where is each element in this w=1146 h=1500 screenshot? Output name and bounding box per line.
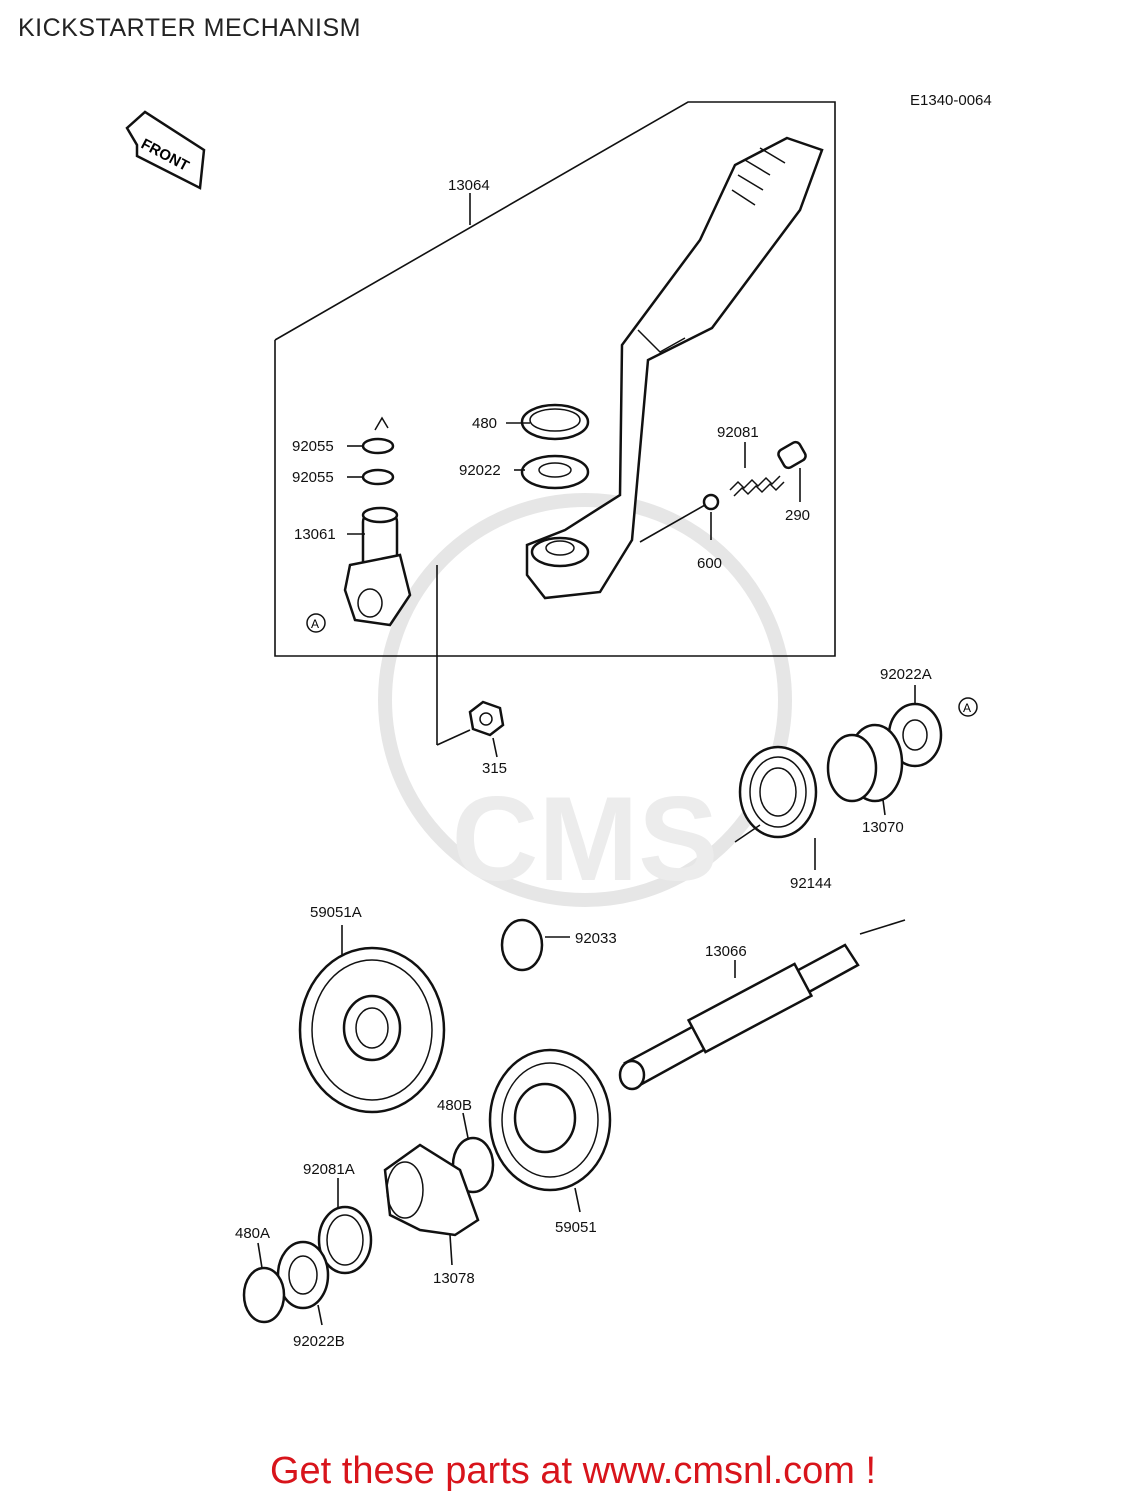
part-label-92022b: 92022B [293,1333,345,1350]
ball-600-part [702,493,720,511]
washer-92022b-part [276,1240,330,1310]
kick-lever-part [525,136,824,600]
part-label-13070: 13070 [862,819,904,836]
part-label-92055-a: 92055 [292,438,334,455]
part-label-59051: 59051 [555,1219,597,1236]
part-label-315: 315 [482,760,507,777]
circlip-480-part [520,403,590,441]
ratchet-13078-part [383,1143,480,1237]
washer-92022-part [520,454,590,490]
part-label-92022a: 92022A [880,666,932,683]
part-label-480a: 480A [235,1225,270,1242]
part-label-92144: 92144 [790,875,832,892]
part-label-59051a: 59051A [310,904,362,921]
part-label-480: 480 [472,415,497,432]
diagram-code: E1340-0064 [910,92,992,109]
svg-text:A: A [311,617,319,631]
part-label-92055-b: 92055 [292,469,334,486]
exploded-parts-diagram: CMS E1340-0064 FRONT [125,92,992,1350]
footer-link[interactable]: Get these parts at www.cmsnl.com ! [269,1450,877,1492]
oring-92055-b-part [361,468,395,486]
plug-290-part [777,440,807,470]
part-label-92022: 92022 [459,462,501,479]
part-label-92033: 92033 [575,930,617,947]
part-label-600: 600 [697,555,722,572]
spring-92081a-part [317,1205,373,1275]
spring-92144-part [734,745,818,843]
spring-92081-part [729,475,785,497]
shaft-13061-part [343,506,412,627]
front-arrow-icon: FRONT [125,110,206,190]
part-label-13066: 13066 [705,943,747,960]
watermark-text: CMS [452,772,719,906]
part-label-92081: 92081 [717,424,759,441]
part-label-13078: 13078 [433,1270,475,1287]
nut-315-part [468,700,505,737]
part-label-13064: 13064 [448,177,490,194]
gear-59051a-part [298,946,446,1114]
lever-assembly-frame [274,101,836,657]
part-label-480b: 480B [437,1097,472,1114]
cms-watermark: CMS [378,493,792,907]
part-label-92081a: 92081A [303,1161,355,1178]
leader-lines [257,193,916,1326]
page-title: KICKSTARTER MECHANISM [18,14,361,42]
part-label-290: 290 [785,507,810,524]
ref-marker-a-icon: A A [306,613,978,717]
circlip-480a-part [242,1266,286,1324]
gear-59051-part [488,1048,612,1192]
shaft-13066-part [618,943,860,1091]
collar-13070-part [826,723,904,803]
part-labels: 13064 480 92022 92081 290 600 92055 9205… [235,177,932,1350]
oring-92055-a-part [361,437,395,455]
svg-text:A: A [963,701,971,715]
circlip-92033-part [500,918,544,972]
part-label-13061: 13061 [294,526,336,543]
